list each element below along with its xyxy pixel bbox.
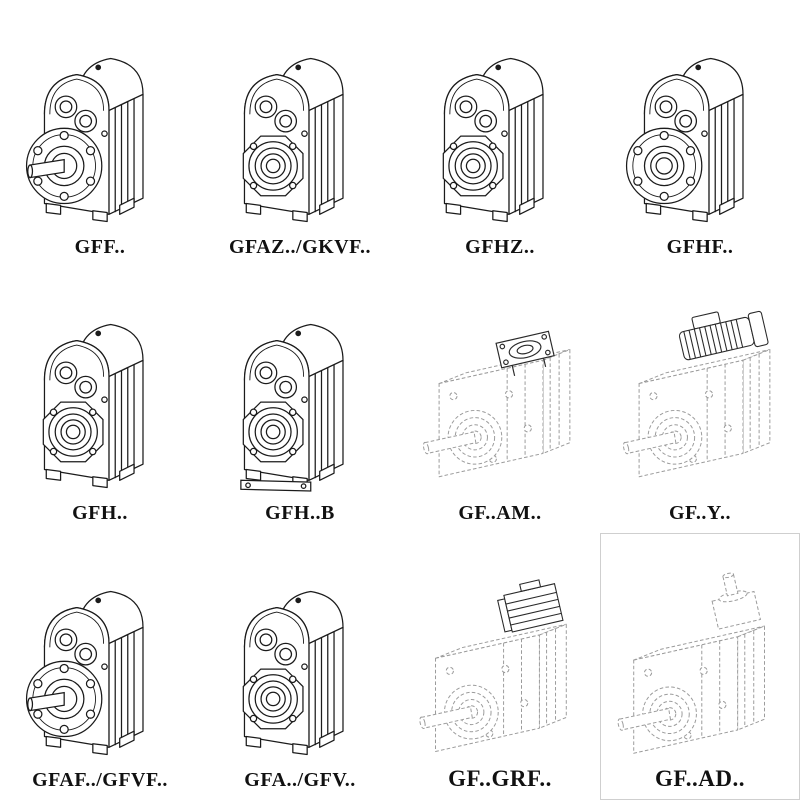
catalog-cell-gfaf-gfvf: GFAF../GFVF..: [0, 533, 200, 800]
model-label-gfh: GFH..: [72, 502, 128, 525]
gearbox-output-flange-shaft-drawing: [19, 561, 181, 767]
model-label-gfh-b: GFH..B: [265, 502, 335, 525]
catalog-cell-gf-y: GF..Y..: [600, 267, 800, 534]
model-label-gf-grf: GF..GRF..: [448, 765, 552, 791]
gearbox-output-flange-shaft-drawing: [19, 28, 181, 234]
model-label-gff: GFF..: [74, 235, 126, 258]
gearbox-with-motor-drawing: [601, 294, 799, 500]
catalog-cell-gfhz: GFHZ..: [400, 0, 600, 267]
gearbox-hollow-shaft-drawing: [219, 561, 381, 767]
catalog-cell-gfa-gfv: GFA../GFV..: [200, 533, 400, 800]
catalog-cell-gfh: GFH..: [0, 267, 200, 534]
catalog-cell-gf-ad: GF..AD..: [600, 533, 800, 800]
gearbox-flange-hollow-drawing: [619, 28, 781, 234]
gearbox-hollow-shaft-drawing: [19, 294, 181, 500]
catalog-cell-gf-grf: GF..GRF..: [400, 533, 600, 800]
catalog-cell-gfhf: GFHF..: [600, 0, 800, 267]
catalog-cell-gf-am: GF..AM..: [400, 267, 600, 534]
model-label-gfhz: GFHZ..: [465, 235, 535, 258]
model-label-gfhf: GFHF..: [666, 235, 734, 258]
gearbox-hollow-shaft-drawing: [219, 28, 381, 234]
model-label-gf-ad: GF..AD..: [654, 765, 746, 791]
gearbox-hollow-shaft-drawing: [419, 28, 581, 234]
model-label-gfa-gfv: GFA../GFV..: [244, 768, 356, 791]
model-label-gfaf-gfvf: GFAF../GFVF..: [32, 768, 168, 791]
catalog-cell-gff: GFF..: [0, 0, 200, 267]
catalog-cell-gfaz-gkvf: GFAZ../GKVF..: [200, 0, 400, 267]
gearbox-motor-flange-adapter-drawing: [401, 294, 599, 500]
gearbox-hollow-shaft-foot-drawing: [219, 294, 381, 500]
model-label-gf-am: GF..AM..: [458, 502, 542, 525]
model-label-gf-y: GF..Y..: [668, 502, 732, 525]
model-label-gfaz-gkvf: GFAZ../GKVF..: [228, 235, 372, 258]
gearbox-input-shaft-adapter-drawing: [601, 558, 799, 764]
gearbox-gear-adapter-drawing: [401, 558, 599, 764]
catalog-cell-gfh-b: GFH..B: [200, 267, 400, 534]
